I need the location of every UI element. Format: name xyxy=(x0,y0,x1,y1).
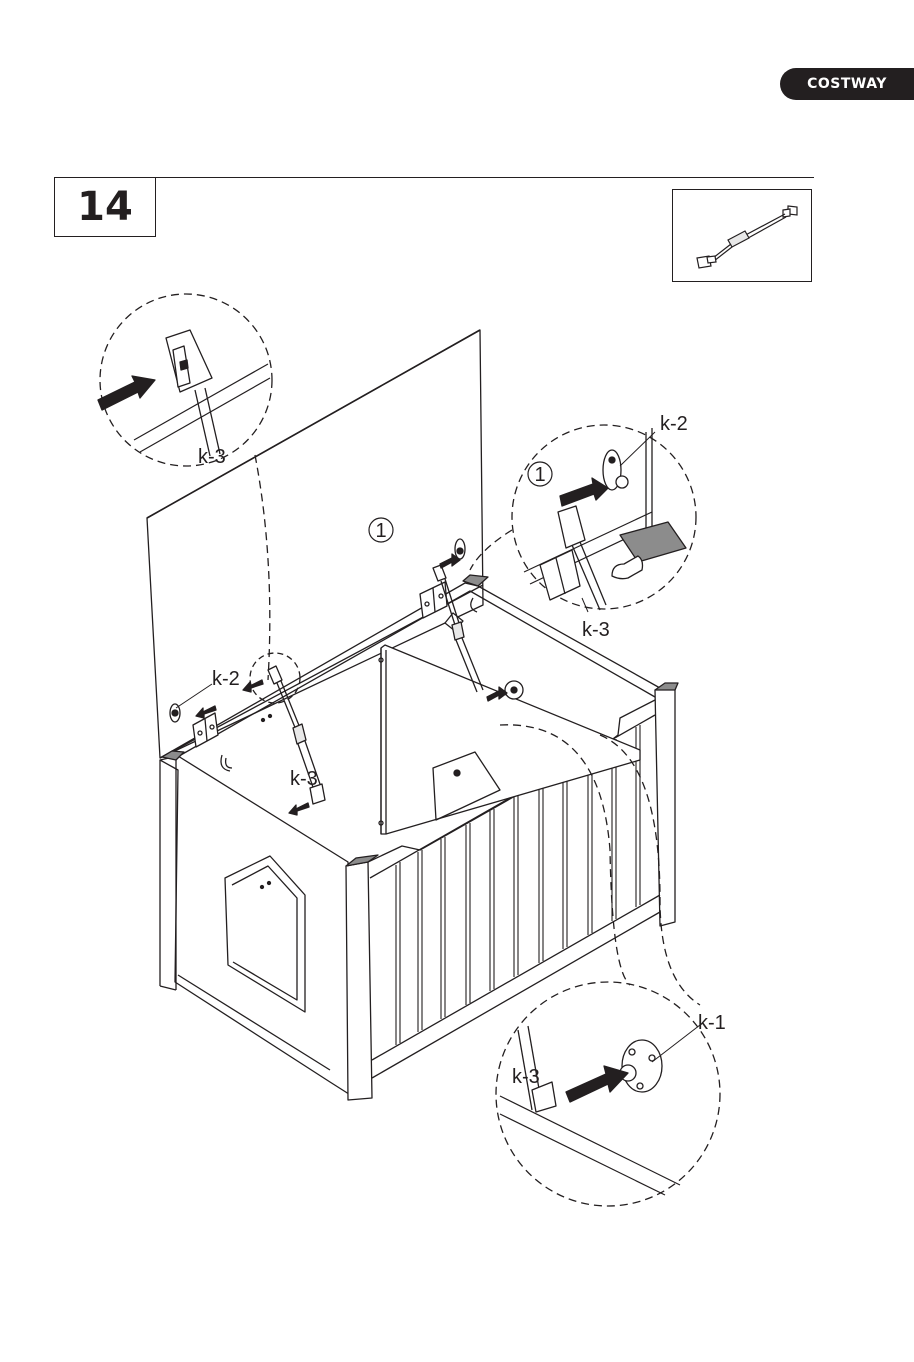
label-k3-topleft: k-3 xyxy=(198,446,226,468)
front-left-post xyxy=(346,862,372,1100)
left-side-panel xyxy=(160,756,352,1096)
lid-bracket-right xyxy=(455,539,465,559)
bottom-bracket xyxy=(505,681,523,699)
detail-circle-bottom xyxy=(496,725,720,1206)
label-k3-bottom: k-3 xyxy=(512,1066,540,1088)
detail-circle-topright xyxy=(470,425,696,610)
label-k2-topright: k-2 xyxy=(660,413,688,435)
label-k1-bottom: k-1 xyxy=(698,1012,726,1034)
label-k3-center: k-3 xyxy=(290,768,318,790)
inner-divider xyxy=(381,645,640,834)
label-k2-left: k-2 xyxy=(212,668,240,690)
label-k3-topright: k-3 xyxy=(582,619,610,641)
front-right-post xyxy=(655,686,675,926)
svg-text:1: 1 xyxy=(534,464,545,486)
svg-text:1: 1 xyxy=(375,520,386,542)
